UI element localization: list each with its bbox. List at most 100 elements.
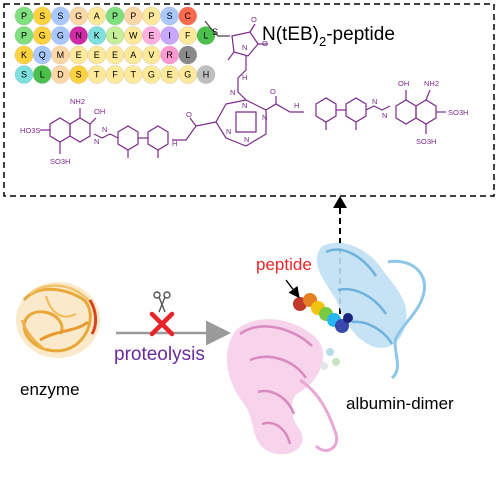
bead-letter: F [112,70,118,80]
scissors-icon [153,291,171,313]
amino-acid-bead: T [87,65,107,84]
amino-acid-bead: F [105,65,125,84]
atom-label: N [226,127,231,136]
amino-acid-bead: P [14,26,34,45]
atom-label: OH [398,79,409,88]
bead-letter: S [57,11,63,21]
bead-circle [32,6,52,26]
bead-letter: V [148,50,154,60]
enzyme-label: enzyme [20,380,80,399]
bead-letter: A [94,11,100,21]
bead-letter: G [75,11,82,21]
atom-label: O [262,39,268,48]
amino-acid-bead: G [32,26,52,45]
atom-label: SO3H [448,108,468,117]
atom-label: O [251,15,257,24]
amino-acid-bead: P [14,6,34,26]
amino-acid-bead: A [123,45,143,65]
atom-label: N [102,125,107,134]
bead-circle [87,6,107,26]
atom-label: N [244,135,249,144]
amino-acid-bead: W [123,26,143,45]
amino-acid-bead: S [160,6,180,26]
conjugate-title: N(tEB)2-peptide [262,24,395,49]
bead-letter: A [130,50,136,60]
atom-label: NH2 [424,79,439,88]
bead-circle [105,65,125,84]
amino-acid-bead: I [160,26,180,45]
bead-circle [196,26,216,45]
bead-letter: I [168,31,171,41]
amino-acid-bead: M [50,45,70,65]
amino-acid-bead: D [50,65,70,84]
amino-acid-bead: N [69,26,89,45]
amino-acid-bead: L [105,26,125,45]
bead-circle [32,65,52,84]
bead-circle [14,6,34,26]
bead-letter: G [184,70,191,80]
bead-letter: T [94,70,100,80]
bead-circle [178,26,198,45]
atom-label: O [186,110,192,119]
atom-label: N [230,88,235,97]
albumin-dimer-label: albumin-dimer [346,394,454,413]
bead-letter: C [185,11,192,21]
bead-letter: E [167,70,173,80]
bead-letter: E [148,31,154,41]
bead-circle [69,6,89,26]
bead-circle [141,45,161,65]
amino-acid-bead: S [50,6,70,26]
bead-circle [105,6,125,26]
thioether-link [204,20,230,37]
bead-circle [160,26,180,45]
amino-acid-bead: L [32,65,52,84]
bead-letter: S [76,70,82,80]
bead-circle [160,65,180,84]
bead-circle [123,6,143,26]
bead-letter: E [76,50,82,60]
blocked-cross-icon [149,311,175,337]
bead-circle [123,65,143,84]
amino-acid-bead: K [14,45,34,65]
amino-acid-bead: E [69,45,89,65]
bead-circle [160,45,180,65]
bead-letter: T [130,70,136,80]
amino-acid-bead: H [196,65,216,84]
amino-acid-bead: E [160,65,180,84]
bead-letter: S [167,11,173,21]
bead-letter: L [185,50,190,60]
bead-circle [105,26,125,45]
bead-circle [178,45,198,65]
amino-acid-bead: Q [32,45,52,65]
amino-acid-bead: A [87,6,107,26]
amino-acid-bead: R [160,45,180,65]
bead-circle [141,65,161,84]
atom-label: SO3H [50,157,70,166]
bead-circle [87,45,107,65]
bead-circle [69,65,89,84]
peptide-pointer-arrow [285,279,300,299]
enzyme-structure [16,282,100,358]
amino-acid-bead: C [178,6,198,26]
amino-acid-bead: L [178,45,198,65]
bead-circle [178,6,198,26]
bead-circle [123,45,143,65]
amino-acid-bead: G [178,65,198,84]
bead-circle [160,6,180,26]
bead-letter: K [21,50,27,60]
atom-label: N [382,111,387,120]
bead-letter: P [130,11,136,21]
amino-acid-bead: K [87,26,107,45]
bead-letter: F [185,31,191,41]
bead-circle [50,26,70,45]
bead-letter: P [21,11,27,21]
amino-acid-bead: S [14,65,34,84]
bead-letter: G [57,31,64,41]
bead-letter: L [203,31,208,41]
bead-circle [69,45,89,65]
amino-acid-bead: P [141,6,161,26]
atom-label: N [262,113,267,122]
bead-letter: E [94,50,100,60]
bead-letter: G [148,70,155,80]
